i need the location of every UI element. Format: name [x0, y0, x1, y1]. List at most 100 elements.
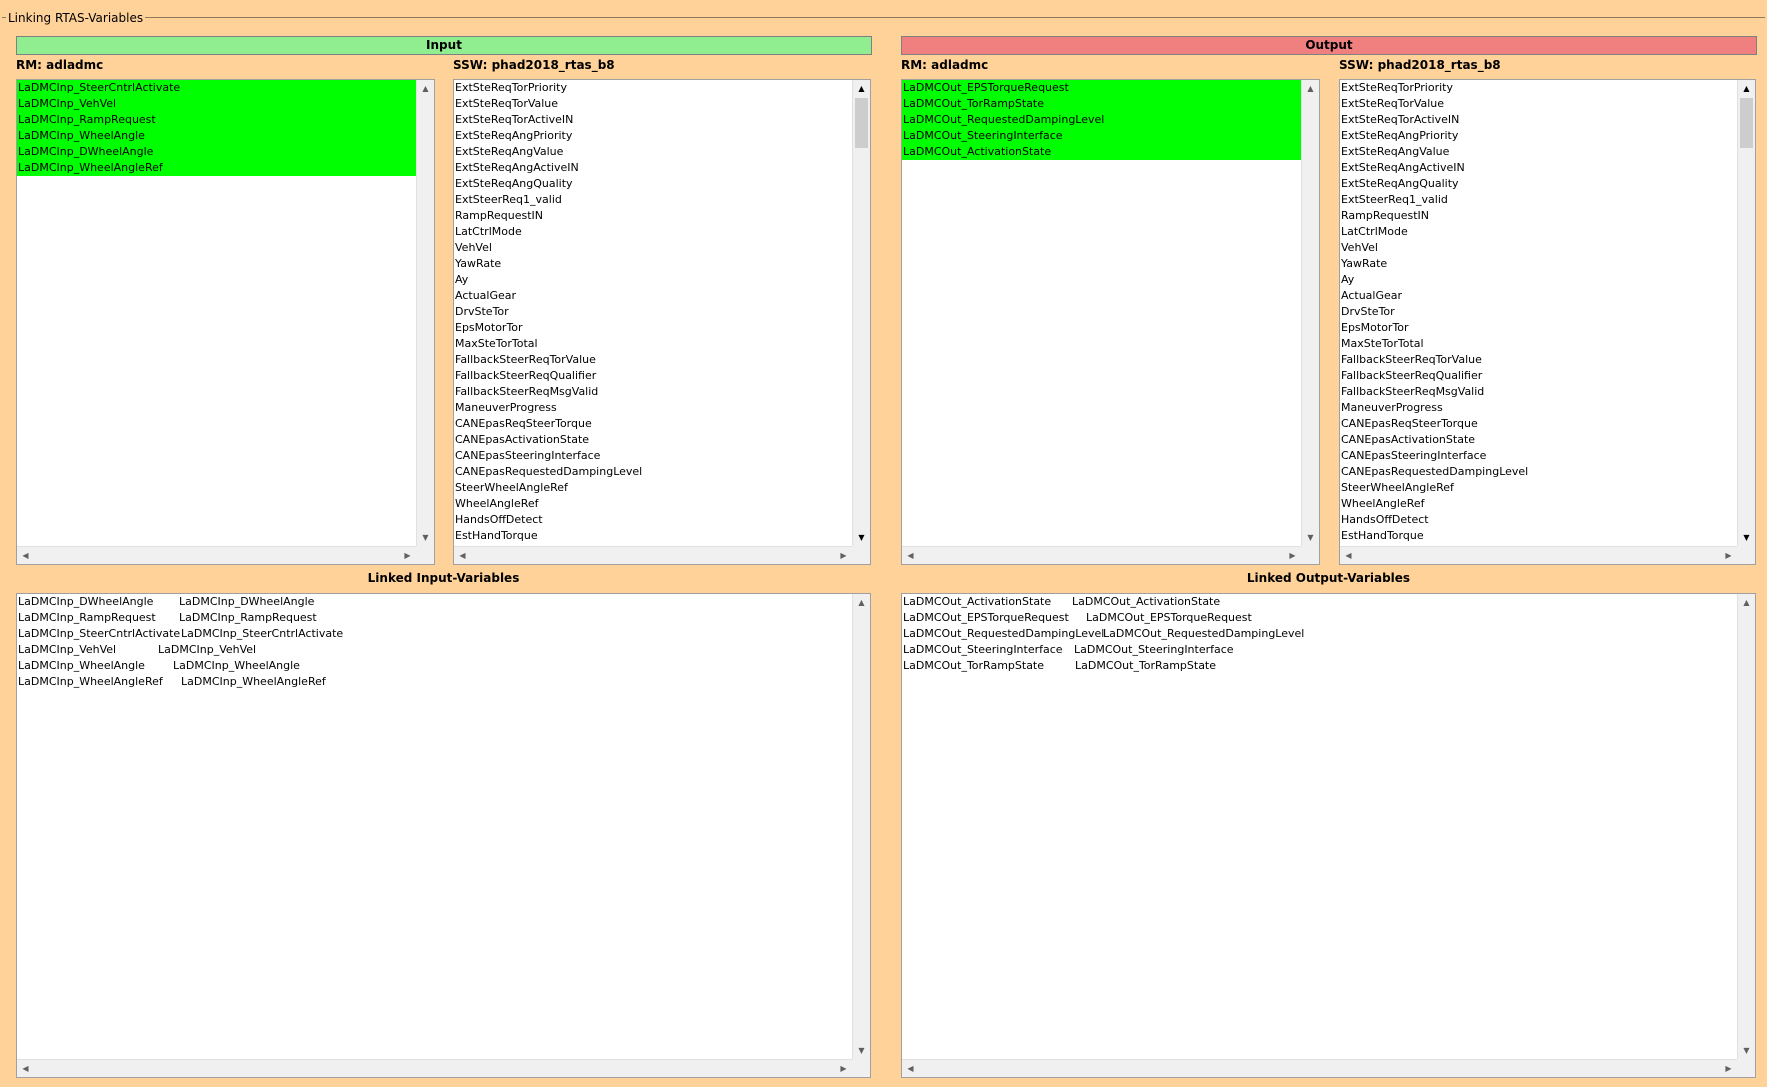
list-item[interactable]: MaxSteTorTotal — [1341, 337, 1424, 350]
list-item[interactable]: RampRequestIN — [1341, 209, 1429, 222]
arrow-right-icon[interactable]: ▶ — [1725, 551, 1732, 560]
scroll-thumb[interactable] — [855, 98, 868, 148]
list-item[interactable]: FallbackSteerReqMsgValid — [455, 385, 599, 398]
list-item[interactable]: LaDMCInp_WheelAngleRef — [17, 160, 416, 176]
arrow-up-icon[interactable]: ▲ — [858, 598, 865, 607]
list-item[interactable]: LaDMCOut_ActivationState — [902, 144, 1301, 160]
linked-row[interactable]: LaDMCInp_SteerCntrlActivateLaDMCInp_Stee… — [17, 626, 852, 642]
list-item[interactable]: FallbackSteerReqQualifier — [455, 369, 597, 382]
list-item[interactable]: HandsOffDetect — [1341, 513, 1429, 526]
arrow-up-icon[interactable]: ▲ — [1307, 84, 1314, 93]
list-item[interactable]: ExtSteReqTorPriority — [1341, 81, 1453, 94]
linked-output-hscroll[interactable]: ◀ ▶ — [902, 1059, 1737, 1077]
arrow-right-icon[interactable]: ▶ — [840, 551, 847, 560]
list-item[interactable]: LaDMCInp_RampRequest — [17, 112, 416, 128]
list-item[interactable]: CANEpasSteeringInterface — [455, 449, 601, 462]
list-item[interactable]: RampRequestIN — [455, 209, 543, 222]
list-item[interactable]: ExtSteReqAngActiveIN — [1341, 161, 1465, 174]
list-item[interactable]: EpsMotorTor — [455, 321, 523, 334]
list-item[interactable]: WheelAngleRef — [455, 497, 539, 510]
list-item[interactable]: LatCtrlMode — [455, 225, 522, 238]
list-item[interactable]: CANEpasRequestedDampingLevel — [1341, 465, 1529, 478]
list-item[interactable]: CANEpasReqSteerTorque — [455, 417, 592, 430]
arrow-right-icon[interactable]: ▶ — [840, 1064, 847, 1073]
list-item[interactable]: ExtSteReqTorActiveIN — [1341, 113, 1460, 126]
output-rm-vscroll[interactable]: ▲ ▼ — [1301, 80, 1319, 546]
list-item[interactable]: LaDMCOut_TorRampState — [902, 96, 1301, 112]
list-item[interactable]: ExtSteReqTorValue — [455, 97, 559, 110]
list-item[interactable]: LaDMCInp_DWheelAngle — [17, 144, 416, 160]
arrow-down-icon[interactable]: ▼ — [1743, 533, 1750, 542]
list-item[interactable]: ExtSteReqTorValue — [1341, 97, 1445, 110]
arrow-up-icon[interactable]: ▲ — [1743, 598, 1750, 607]
list-item[interactable]: LaDMCOut_RequestedDampingLevel — [902, 112, 1301, 128]
input-ssw-hscroll[interactable]: ◀ ▶ — [454, 546, 852, 564]
list-item[interactable]: ExtSteerReq1_valid — [1341, 193, 1448, 206]
list-item[interactable]: LaDMCOut_EPSTorqueRequest — [902, 80, 1301, 96]
list-item[interactable]: FallbackSteerReqTorValue — [455, 353, 596, 366]
arrow-left-icon[interactable]: ◀ — [22, 551, 29, 560]
list-item[interactable]: ExtSteReqAngQuality — [1341, 177, 1459, 190]
arrow-down-icon[interactable]: ▼ — [1743, 1046, 1750, 1055]
arrow-right-icon[interactable]: ▶ — [404, 551, 411, 560]
list-item[interactable]: CANEpasActivationState — [1341, 433, 1476, 446]
arrow-left-icon[interactable]: ◀ — [459, 551, 466, 560]
arrow-left-icon[interactable]: ◀ — [907, 1064, 914, 1073]
list-item[interactable]: VehVel — [1341, 241, 1378, 254]
list-item[interactable]: EstHandTorque — [455, 529, 538, 542]
arrow-left-icon[interactable]: ◀ — [22, 1064, 29, 1073]
list-item[interactable]: ExtSteReqTorPriority — [455, 81, 567, 94]
linked-input-vscroll[interactable]: ▲ ▼ — [852, 594, 870, 1059]
list-item[interactable]: YawRate — [455, 257, 502, 270]
list-item[interactable]: ExtSteReqAngPriority — [1341, 129, 1459, 142]
list-item[interactable]: EstHandTorque — [1341, 529, 1424, 542]
list-item[interactable]: ExtSteerReq1_valid — [455, 193, 562, 206]
linked-input-hscroll[interactable]: ◀ ▶ — [17, 1059, 852, 1077]
list-item[interactable]: ExtSteReqAngQuality — [455, 177, 573, 190]
output-ssw-hscroll[interactable]: ◀ ▶ — [1340, 546, 1737, 564]
list-item[interactable]: ExtSteReqAngActiveIN — [455, 161, 579, 174]
arrow-down-icon[interactable]: ▼ — [858, 533, 865, 542]
arrow-down-icon[interactable]: ▼ — [1307, 533, 1314, 542]
list-item[interactable]: VehVel — [455, 241, 492, 254]
arrow-left-icon[interactable]: ◀ — [1345, 551, 1352, 560]
list-item[interactable]: LatCtrlMode — [1341, 225, 1408, 238]
list-item[interactable]: YawRate — [1341, 257, 1388, 270]
list-item[interactable]: ActualGear — [455, 289, 517, 302]
list-item[interactable]: WheelAngleRef — [1341, 497, 1425, 510]
arrow-down-icon[interactable]: ▼ — [422, 533, 429, 542]
list-item[interactable]: CANEpasRequestedDampingLevel — [455, 465, 643, 478]
list-item[interactable]: SteerWheelAngleRef — [1341, 481, 1454, 494]
input-rm-hscroll[interactable]: ◀ ▶ — [17, 546, 416, 564]
list-item[interactable]: DrvSteTor — [1341, 305, 1395, 318]
arrow-up-icon[interactable]: ▲ — [422, 84, 429, 93]
output-ssw-vscroll[interactable]: ▲ ▼ — [1737, 80, 1755, 546]
input-ssw-vscroll[interactable]: ▲ ▼ — [852, 80, 870, 546]
list-item[interactable]: CANEpasSteeringInterface — [1341, 449, 1487, 462]
input-rm-vscroll[interactable]: ▲ ▼ — [416, 80, 434, 546]
arrow-right-icon[interactable]: ▶ — [1289, 551, 1296, 560]
linked-row[interactable]: LaDMCOut_RequestedDampingLevelLaDMCOut_R… — [902, 626, 1737, 642]
output-rm-hscroll[interactable]: ◀ ▶ — [902, 546, 1301, 564]
list-item[interactable]: CANEpasActivationState — [455, 433, 590, 446]
list-item[interactable]: FallbackSteerReqQualifier — [1341, 369, 1483, 382]
list-item[interactable]: ExtSteReqAngValue — [455, 145, 564, 158]
list-item[interactable]: SteerWheelAngleRef — [455, 481, 568, 494]
